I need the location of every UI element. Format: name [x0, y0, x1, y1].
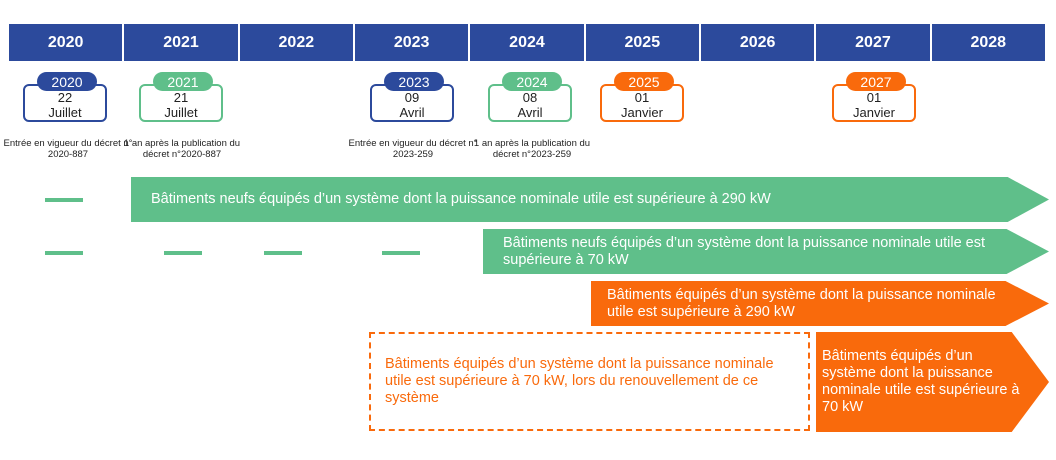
event-month: Avril: [517, 105, 543, 120]
event-year-badge: 2025: [614, 72, 674, 91]
event-month: Janvier: [853, 105, 895, 120]
arrow-label: Bâtiments équipés d’un système dont la p…: [822, 348, 1020, 415]
event-day: 21: [173, 90, 189, 105]
event-year-badge: 2023: [384, 72, 444, 91]
arrow-buildings-290kw: Bâtiments équipés d’un système dont la p…: [591, 281, 1049, 326]
year-cell-2024: 2024: [470, 24, 586, 61]
year-cell-2023: 2023: [354, 24, 471, 61]
dash-marker: [45, 198, 83, 202]
year-timeline-bar: 2020 2021 2022 2023 2024 2025 2026 2027 …: [9, 24, 1045, 61]
year-cell-2020: 2020: [9, 24, 125, 61]
event-month: Juillet: [48, 105, 82, 120]
event-caption-2021: 1 an après la publication du décret n°20…: [123, 138, 241, 160]
event-year-badge: 2021: [153, 72, 213, 91]
arrow-label: Bâtiments neufs équipés d’un système don…: [503, 234, 986, 268]
event-month: Janvier: [621, 105, 663, 120]
year-cell-2028: 2028: [931, 24, 1045, 61]
arrow-new-buildings-70kw: Bâtiments neufs équipés d’un système don…: [483, 229, 1049, 274]
event-month: Avril: [399, 105, 425, 120]
event-caption-2024: 1 an après la publication du décret n°20…: [473, 138, 591, 160]
event-day: 22: [57, 90, 73, 105]
dash-marker: [382, 251, 420, 255]
dash-marker: [264, 251, 302, 255]
event-caption-2023: Entrée en vigueur du décret n° 2023-259: [348, 138, 478, 160]
event-year-badge: 2020: [37, 72, 97, 91]
year-cell-2021: 2021: [124, 24, 240, 61]
event-day: 01: [866, 90, 882, 105]
event-day: 09: [404, 90, 420, 105]
event-year-badge: 2027: [846, 72, 906, 91]
year-cell-2025: 2025: [585, 24, 701, 61]
event-day: 01: [634, 90, 650, 105]
event-year-badge: 2024: [502, 72, 562, 91]
year-cell-2027: 2027: [816, 24, 932, 61]
arrow-buildings-70kw: Bâtiments équipés d’un système dont la p…: [816, 332, 1049, 432]
dash-marker: [164, 251, 202, 255]
arrow-label: Bâtiments neufs équipés d’un système don…: [151, 191, 771, 207]
renewal-note-text: Bâtiments équipés d’un système dont la p…: [385, 356, 774, 406]
arrow-new-buildings-290kw: Bâtiments neufs équipés d’un système don…: [131, 177, 1049, 222]
year-cell-2022: 2022: [239, 24, 355, 61]
renewal-note-box: Bâtiments équipés d’un système dont la p…: [369, 332, 810, 431]
arrow-label: Bâtiments équipés d’un système dont la p…: [607, 286, 996, 320]
year-cell-2026: 2026: [700, 24, 817, 61]
event-day: 08: [522, 90, 538, 105]
event-caption-2020: Entrée en vigueur du décret n° 2020-887: [3, 138, 133, 160]
event-month: Juillet: [164, 105, 198, 120]
dash-marker: [45, 251, 83, 255]
